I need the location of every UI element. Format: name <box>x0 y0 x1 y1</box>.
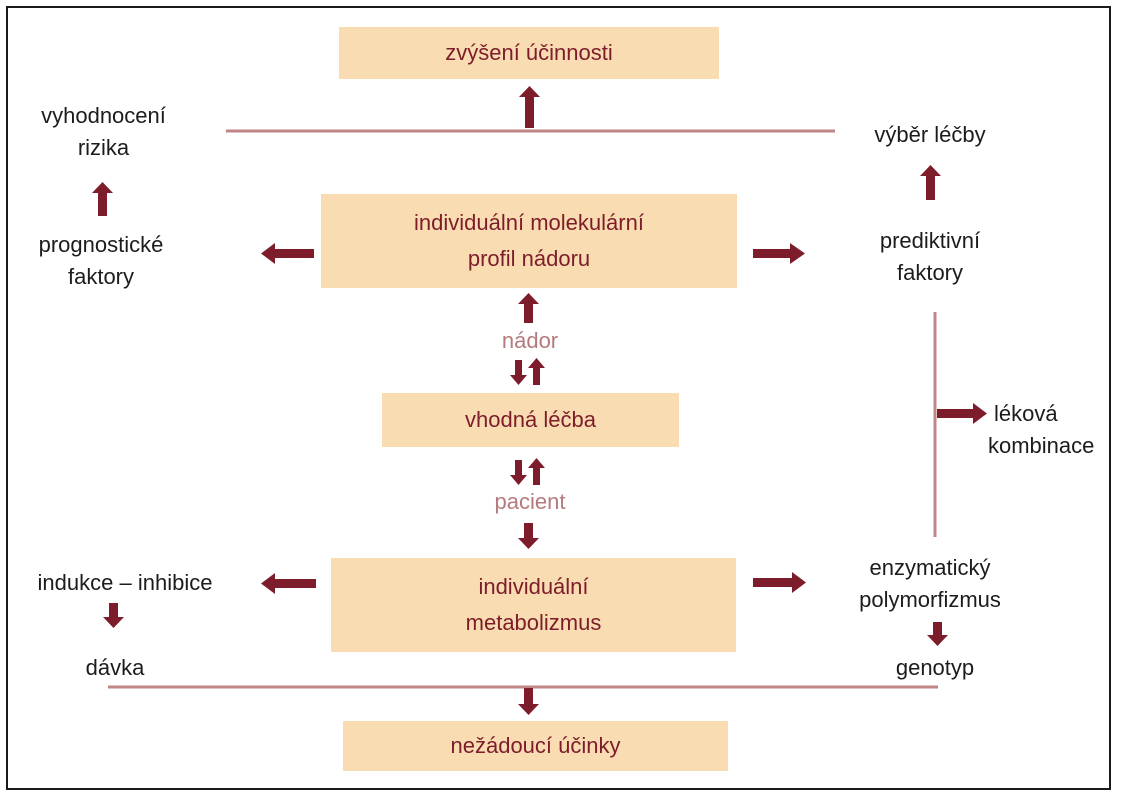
label-risk-line2: rizika <box>77 135 130 160</box>
arrow-up-to-molecular <box>524 300 533 323</box>
arrow-right-to-drug-combo <box>937 409 975 418</box>
label-induction-text: indukce – inhibice <box>37 570 213 595</box>
label-dose: dávka <box>60 652 170 684</box>
label-enzymatic-polymorphism: enzymatický polymorfizmus <box>825 552 1035 616</box>
arrow-down-to-dose-head <box>103 617 124 628</box>
label-drug-combo-line1: léková <box>994 401 1058 426</box>
label-dose-text: dávka <box>85 655 145 680</box>
arrow-right-to-predictive-head <box>790 243 805 264</box>
label-drug-combination: léková kombinace <box>988 398 1116 462</box>
arrow-up-to-risk-head <box>92 182 113 193</box>
box-molecular-line2: profil nádoru <box>467 246 591 271</box>
arrow-down-to-metabolism <box>524 523 533 541</box>
label-tumor: nádor <box>460 325 600 357</box>
arrow-up-to-risk <box>98 189 107 216</box>
label-prognostic-factors: prognostické faktory <box>11 229 191 293</box>
arrow-down-to-adverse <box>524 688 533 707</box>
arrow-up-tumor-treatment <box>533 366 540 385</box>
arrow-up-to-therapy-choice-head <box>920 165 941 176</box>
box-treatment-text: vhodná léčba <box>465 407 596 432</box>
arrow-down-to-metabolism-head <box>518 538 539 549</box>
label-tumor-text: nádor <box>501 328 559 353</box>
box-suitable-treatment: vhodná léčba <box>382 393 679 447</box>
box-metabolism-line1: individuální <box>478 574 589 599</box>
arrow-left-to-induction-head <box>261 573 275 594</box>
arrow-right-to-enzymatic-head <box>792 572 806 593</box>
label-therapy-choice-text: výběr léčby <box>874 122 986 147</box>
box-adverse-effects: nežádoucí účinky <box>343 721 728 771</box>
arrow-down-to-dose <box>109 603 118 620</box>
label-patient: pacient <box>460 486 600 518</box>
box-efficacy-text: zvýšení účinnosti <box>445 40 613 65</box>
arrow-right-to-predictive <box>753 249 793 258</box>
arrow-left-to-prognostic-head <box>261 243 275 264</box>
arrow-down-to-adverse-head <box>518 704 539 715</box>
arrow-right-to-drug-combo-head <box>973 403 987 424</box>
label-enzymatic-line1: enzymatický <box>869 555 991 580</box>
arrow-down-treatment-patient-head <box>510 475 527 485</box>
label-genotype: genotyp <box>860 652 1010 684</box>
diagram-frame <box>6 6 1111 790</box>
arrow-down-tumor-treatment-head <box>510 375 527 385</box>
arrow-up-tumor-treatment-head <box>528 358 545 368</box>
label-drug-combo-line2: kombinace <box>988 433 1095 458</box>
label-prognostic-line2: faktory <box>67 264 135 289</box>
label-predictive-line2: faktory <box>896 260 964 285</box>
label-risk-evaluation: vyhodnocení rizika <box>16 100 191 164</box>
arrow-down-to-genotype <box>933 622 942 638</box>
box-molecular-line1: individuální molekulární <box>414 210 644 235</box>
arrow-left-to-induction <box>272 579 316 588</box>
label-genotype-text: genotyp <box>895 655 975 680</box>
arrow-down-tumor-treatment <box>515 360 522 378</box>
box-efficacy-increase: zvýšení účinnosti <box>339 27 719 79</box>
arrow-up-treatment-patient <box>533 466 540 485</box>
box-adverse-text: nežádoucí účinky <box>450 733 621 758</box>
label-induction-inhibition: indukce – inhibice <box>10 567 240 599</box>
label-enzymatic-line2: polymorfizmus <box>859 587 1001 612</box>
label-therapy-choice: výběr léčby <box>840 119 1020 151</box>
box-metabolism-line2: metabolizmus <box>465 610 602 635</box>
arrow-down-treatment-patient <box>515 460 522 478</box>
label-predictive-factors: prediktivní faktory <box>840 225 1020 289</box>
arrow-up-treatment-patient-head <box>528 458 545 468</box>
arrow-right-to-enzymatic <box>753 578 795 587</box>
box-molecular-profile: individuální molekulární profil nádoru <box>321 194 737 288</box>
label-prognostic-line1: prognostické <box>38 232 164 257</box>
arrow-up-to-molecular-head <box>518 293 539 304</box>
box-individual-metabolism: individuální metabolizmus <box>331 558 736 652</box>
arrow-left-to-prognostic <box>272 249 314 258</box>
arrow-up-to-efficacy <box>525 93 534 128</box>
arrow-up-to-therapy-choice <box>926 172 935 200</box>
label-patient-text: pacient <box>494 489 566 514</box>
label-predictive-line1: prediktivní <box>879 228 981 253</box>
label-risk-line1: vyhodnocení <box>41 103 166 128</box>
arrow-down-to-genotype-head <box>927 635 948 646</box>
arrow-up-to-efficacy-head <box>519 86 540 97</box>
